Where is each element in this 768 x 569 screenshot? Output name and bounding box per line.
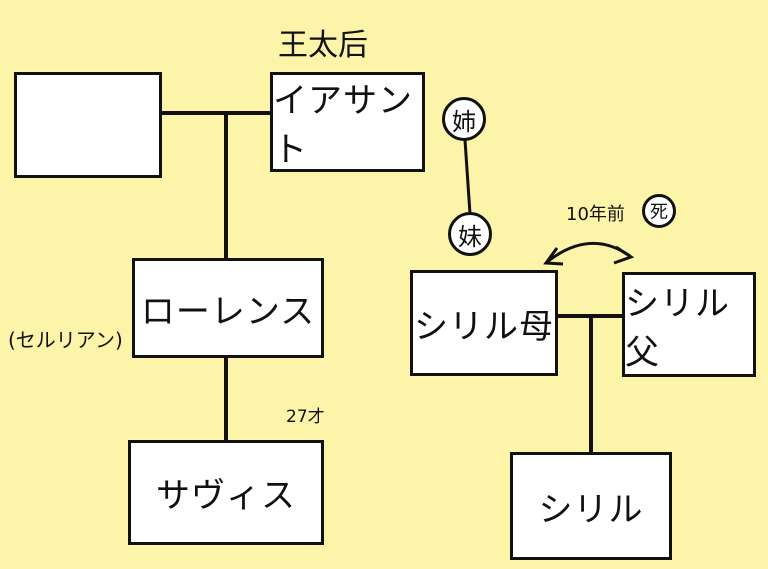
node-cyril-mother: シリル母 [410,270,558,376]
badge-death: 死 [642,194,676,228]
badge-elder-sister: 姉 [442,97,486,141]
double-arrow [546,242,631,264]
node-unknown [14,72,162,178]
node-lawrence-label: ローレンス [140,291,316,332]
arrowhead-left [543,247,564,266]
sister-link-line [463,139,472,215]
node-iasanto: イアサント [270,72,425,172]
badge-younger-sister: 妹 [448,212,492,256]
node-cyril-label: シリル [538,489,644,530]
node-savis: サヴィス [128,440,324,545]
note-death-time: 10年前 [566,204,625,225]
arrowhead-right [613,245,635,265]
note-savis-age: 27才 [286,407,325,427]
node-savis-label: サヴィス [156,476,296,516]
node-cyril-father-label: シリル父 [625,283,730,373]
node-iasanto-label: イアサント [273,81,413,170]
node-cyril: シリル [510,452,672,560]
node-cyril-father: シリル父 [622,272,756,377]
title-queen-mother: 王太后 [278,28,368,63]
node-lawrence: ローレンス [132,258,324,358]
node-cyril-mother-label: シリル母 [414,306,554,347]
note-lawrence-alias: (セルリアン) [8,328,123,352]
